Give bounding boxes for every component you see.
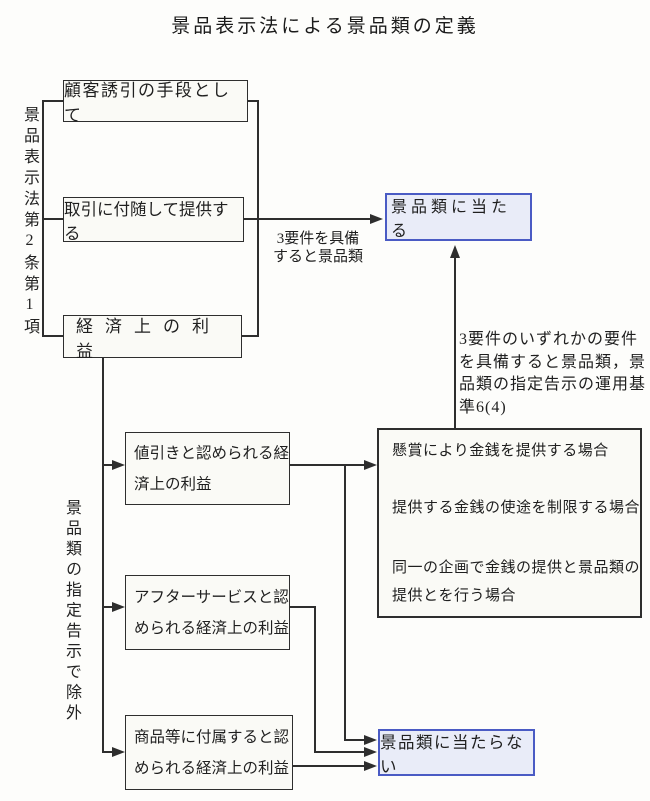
side-annotation-line-3: 品類の指定告示の運用基: [459, 376, 647, 393]
side-annotation-line-1: 3要件のいずれかの要件: [459, 331, 639, 348]
side-annotation-line-2: を具備すると景品類，景: [459, 353, 647, 371]
criteria-box-economic-benefit: 経済上の利益: [63, 315, 242, 361]
branch-down-line-1: [344, 464, 346, 741]
money-case-3-line-1: 同一の企画で金銭の提供と景品類の: [392, 560, 641, 576]
side-annotation-line-4: 準6(4): [459, 398, 507, 416]
result-box-is-premium: 景品類に当たる: [385, 193, 532, 241]
arrowhead-not-premium-2: [364, 747, 377, 757]
right-bracket-stub-bottom: [242, 335, 259, 337]
branch-line-after-service: [102, 606, 113, 608]
result-label: 景品類に当たる: [391, 199, 512, 240]
left-bracket-stub-bottom: [42, 335, 63, 337]
branch-line-discount: [102, 464, 113, 466]
criteria-label: 取引に付随して提供する: [64, 199, 229, 243]
connector-discount-to-money-cases: [290, 464, 365, 466]
arrowhead-up-is-premium: [450, 245, 460, 258]
arrowhead-discount: [112, 460, 125, 470]
connector-money-cases-to-is-premium: [454, 252, 456, 428]
branch-elbow-1: [344, 739, 365, 741]
side-annotation: 3要件のいずれかの要件 を具備すると景品類，景 品類の指定告示の運用基 準6(4…: [459, 329, 646, 419]
branch-line-attached: [102, 751, 113, 753]
exclusion-vertical-label: 景品類の指定告示で除外: [63, 499, 80, 725]
connector-attached-to-not-premium: [293, 765, 365, 767]
arrowhead-after-service: [112, 602, 125, 612]
result-label: 景品類に当たらない: [380, 732, 524, 776]
money-case-1: 懸賞により金銭を提供する場合: [392, 443, 609, 459]
excluded-box-discount: 値引きと認められる経 済上の利益: [125, 432, 290, 505]
right-bracket-stub-top: [248, 100, 259, 102]
three-requirements-note: 3要件を具備 すると景品類: [262, 230, 374, 266]
exclusion-trunk-line: [102, 358, 104, 753]
arrowhead-money-cases: [364, 460, 377, 470]
excluded-label-line-1: 値引きと認められる経: [134, 444, 290, 462]
connector-after-service-out: [290, 606, 316, 608]
excluded-label-line-2: 済上の利益: [134, 475, 212, 493]
note-line-2: すると景品類: [272, 249, 363, 265]
branch-elbow-2: [314, 751, 365, 753]
page-title: 景品表示法による景品類の定義: [171, 16, 479, 37]
arrowhead-to-is-premium: [370, 214, 383, 224]
criteria-label: 顧客誘引の手段として: [64, 81, 231, 125]
excluded-label-line-2: められる経済上の利益: [134, 619, 290, 637]
arrowhead-not-premium-1: [364, 735, 377, 745]
arrowhead-attached: [112, 747, 125, 757]
excluded-label-line-1: 商品等に付属すると認: [134, 728, 290, 746]
left-bracket-stub-mid: [42, 218, 63, 220]
excluded-label-line-2: められる経済上の利益: [134, 759, 290, 777]
excluded-label-line-1: アフターサービスと認: [134, 588, 289, 606]
note-line-1: 3要件を具備: [276, 231, 360, 247]
connector-to-is-premium: [244, 218, 370, 220]
arrowhead-not-premium-3: [364, 761, 377, 771]
money-cases-box: 懸賞により金銭を提供する場合 提供する金銭の使途を制限する場合 同一の企画で金銭…: [377, 428, 642, 618]
money-case-2: 提供する金銭の使途を制限する場合: [392, 500, 641, 516]
result-box-not-premium: 景品類に当たらない: [378, 729, 535, 776]
excluded-box-after-service: アフターサービスと認 められる経済上の利益: [125, 575, 290, 650]
law-article-vertical-label: 景品表示法第2条第1項: [21, 106, 38, 339]
branch-down-line-2: [314, 606, 316, 753]
excluded-box-attached: 商品等に付属すると認 められる経済上の利益: [125, 715, 293, 790]
money-case-3-line-2: 提供とを行う場合: [392, 588, 517, 604]
left-bracket-stub-top: [42, 100, 63, 102]
criteria-label: 経済上の利益: [76, 316, 221, 361]
criteria-box-customer-attraction: 顧客誘引の手段として: [63, 80, 248, 125]
criteria-box-accompany-transaction: 取引に付随して提供する: [63, 197, 244, 243]
